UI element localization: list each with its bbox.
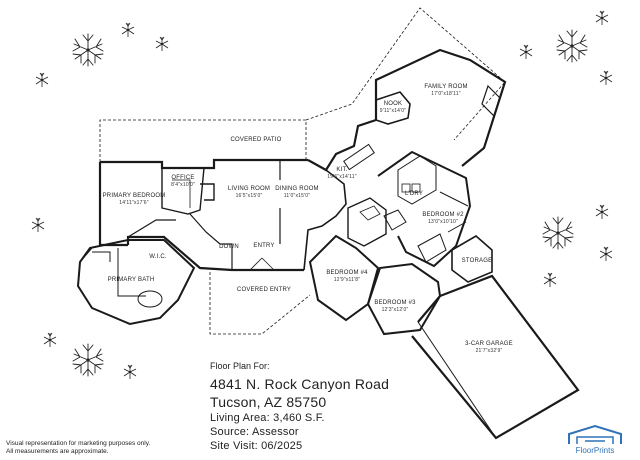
building-walls	[76, 7, 580, 440]
disclaimer: Visual representation for marketing purp…	[6, 440, 150, 456]
room-primary-bath: PRIMARY BATH	[107, 277, 155, 283]
logo-text: FloorPrints	[575, 446, 615, 455]
address-line-1: 4841 N. Rock Canyon Road	[210, 376, 390, 392]
room-covered-patio: COVERED PATIO	[230, 137, 282, 143]
room-laundry: L'DRY	[404, 191, 424, 197]
source: Source: Assessor	[210, 426, 299, 438]
house-icon	[568, 424, 622, 444]
room-walk-in-closet: W.I.C.	[149, 254, 167, 260]
living-area: Living Area: 3,460 S.F.	[210, 412, 325, 424]
room-storage: STORAGE	[461, 258, 493, 264]
floor-plan-for-label: Floor Plan For:	[210, 361, 270, 371]
disclaimer-line-1: Visual representation for marketing purp…	[6, 440, 151, 447]
address-line-2: Tucson, AZ 85750	[210, 394, 327, 410]
room-covered-entry: COVERED ENTRY	[236, 287, 292, 293]
room-kitchen: KIT.19'6"x14'11"	[327, 167, 357, 180]
room-entry: ENTRY	[253, 243, 275, 249]
floorprints-logo: FloorPrints	[555, 424, 635, 458]
stair-down-label: DOWN	[219, 244, 239, 250]
property-info: Floor Plan For: 4841 N. Rock Canyon Road…	[210, 360, 389, 453]
site-visit: Site Visit: 06/2025	[210, 440, 303, 452]
disclaimer-line-2: All measurements are approximate.	[6, 448, 109, 455]
